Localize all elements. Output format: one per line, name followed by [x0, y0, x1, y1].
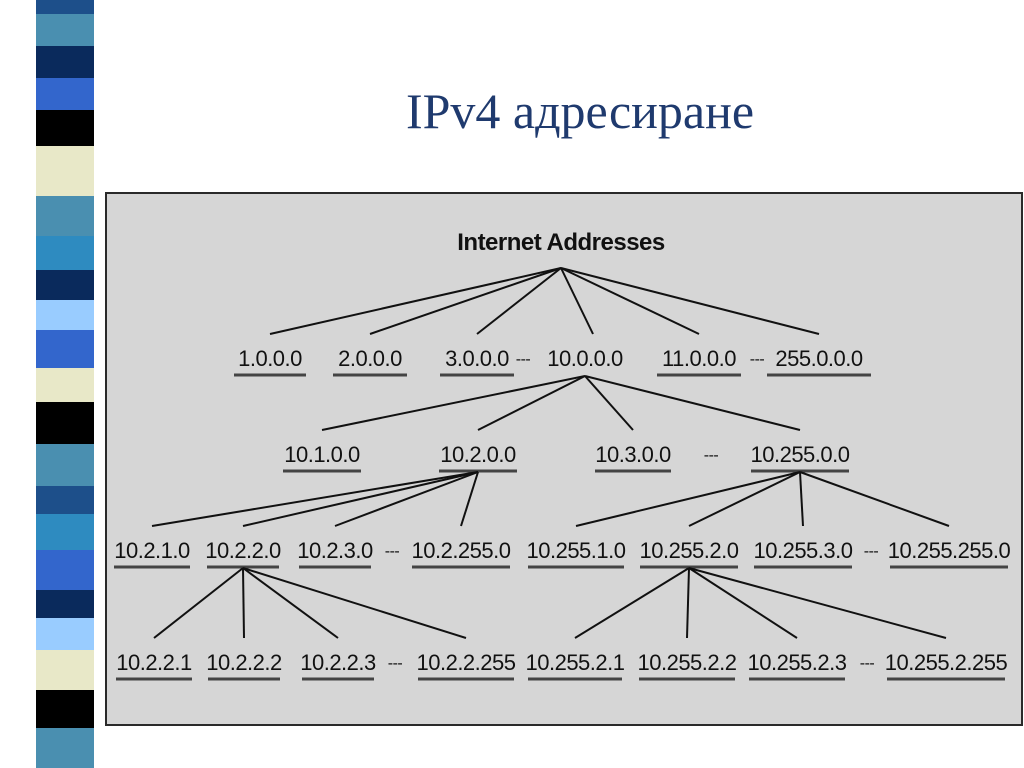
root-node-label: Internet Addresses — [457, 229, 665, 256]
address-node-10-255-2-255: 10.255.2.255 — [885, 650, 1008, 675]
decorative-stripe — [36, 0, 94, 768]
address-node-10-255-1-0: 10.255.1.0 — [527, 538, 626, 563]
tree-edge — [560, 267, 820, 335]
stripe-block — [36, 690, 94, 728]
address-node-255-0-0-0: 255.0.0.0 — [775, 346, 863, 371]
address-node-10-2-2-3: 10.2.2.3 — [300, 650, 376, 675]
tree-edge — [584, 375, 634, 431]
address-node-10-2-2-2: 10.2.2.2 — [206, 650, 282, 675]
tree-edge — [334, 471, 479, 527]
tree-edge — [242, 567, 339, 639]
address-node-10-1-0-0: 10.1.0.0 — [284, 442, 360, 467]
stripe-block — [36, 146, 94, 196]
tree-edge — [369, 267, 562, 335]
address-node-1-0-0-0: 1.0.0.0 — [238, 346, 302, 371]
address-node-10-0-0-0: 10.0.0.0 — [547, 346, 623, 371]
stripe-block — [36, 14, 94, 46]
address-node-10-3-0-0: 10.3.0.0 — [595, 442, 671, 467]
tree-edge — [242, 471, 479, 527]
tree-edge — [476, 267, 562, 335]
tree-edge — [575, 471, 801, 527]
stripe-block — [36, 300, 94, 330]
address-node-10-2-2-255: 10.2.2.255 — [417, 650, 516, 675]
tree-edge — [799, 471, 950, 527]
stripe-block — [36, 650, 94, 690]
slide-title: IPv4 адресиране — [405, 83, 755, 139]
ellipsis-marker: --- — [864, 543, 879, 560]
ellipsis-marker: --- — [516, 351, 531, 368]
tree-edge — [584, 375, 801, 431]
ellipsis-marker: --- — [860, 655, 875, 672]
tree-edge — [688, 471, 801, 527]
tree-edge — [153, 567, 244, 639]
tree-edge — [688, 567, 947, 639]
address-node-10-255-3-0: 10.255.3.0 — [754, 538, 853, 563]
ellipsis-marker: --- — [704, 447, 719, 464]
diagram-panel — [105, 192, 1023, 726]
address-node-10-255-2-0: 10.255.2.0 — [640, 538, 739, 563]
ellipsis-marker: --- — [750, 351, 765, 368]
ellipsis-marker: --- — [388, 655, 403, 672]
tree-edge — [242, 567, 467, 639]
tree-edge — [560, 267, 594, 335]
tree-edge — [269, 267, 562, 335]
stripe-block — [36, 514, 94, 550]
stripe-block — [36, 236, 94, 270]
address-node-10-255-2-3: 10.255.2.3 — [748, 650, 847, 675]
stripe-block — [36, 270, 94, 300]
tree-edge — [477, 375, 586, 431]
tree-edge — [151, 471, 479, 527]
stripe-block — [36, 78, 94, 110]
tree-edge — [686, 567, 690, 639]
stripe-block — [36, 486, 94, 514]
address-node-10-255-0-0: 10.255.0.0 — [751, 442, 850, 467]
address-node-10-255-2-1: 10.255.2.1 — [526, 650, 625, 675]
address-node-10-2-0-0: 10.2.0.0 — [440, 442, 516, 467]
address-node-11-0-0-0: 11.0.0.0 — [662, 346, 736, 371]
tree-edge — [242, 567, 245, 639]
tree-edge — [321, 375, 586, 431]
stripe-block — [36, 550, 94, 590]
stripe-block — [36, 590, 94, 618]
address-node-3-0-0-0: 3.0.0.0 — [445, 346, 509, 371]
tree-edge — [574, 567, 690, 639]
stripe-block — [36, 46, 94, 78]
address-node-10-2-2-1: 10.2.2.1 — [116, 650, 192, 675]
address-node-10-2-3-0: 10.2.3.0 — [297, 538, 373, 563]
stripe-block — [36, 618, 94, 650]
stripe-block — [36, 196, 94, 236]
address-node-10-2-1-0: 10.2.1.0 — [114, 538, 190, 563]
address-node-10-255-2-2: 10.255.2.2 — [638, 650, 737, 675]
stripe-block — [36, 330, 94, 368]
stripe-block — [36, 0, 94, 14]
stripe-block — [36, 402, 94, 444]
stripe-block — [36, 110, 94, 146]
stripe-block — [36, 444, 94, 486]
ellipsis-marker: --- — [385, 543, 400, 560]
tree-edge — [560, 267, 700, 335]
address-node-10-255-255-0: 10.255.255.0 — [888, 538, 1011, 563]
tree-edge — [460, 471, 479, 527]
stripe-block — [36, 368, 94, 402]
address-node-10-2-255-0: 10.2.255.0 — [412, 538, 511, 563]
tree-edge — [688, 567, 798, 639]
stripe-block — [36, 728, 94, 768]
tree-edge — [799, 471, 804, 527]
address-node-2-0-0-0: 2.0.0.0 — [338, 346, 402, 371]
address-node-10-2-2-0: 10.2.2.0 — [205, 538, 281, 563]
